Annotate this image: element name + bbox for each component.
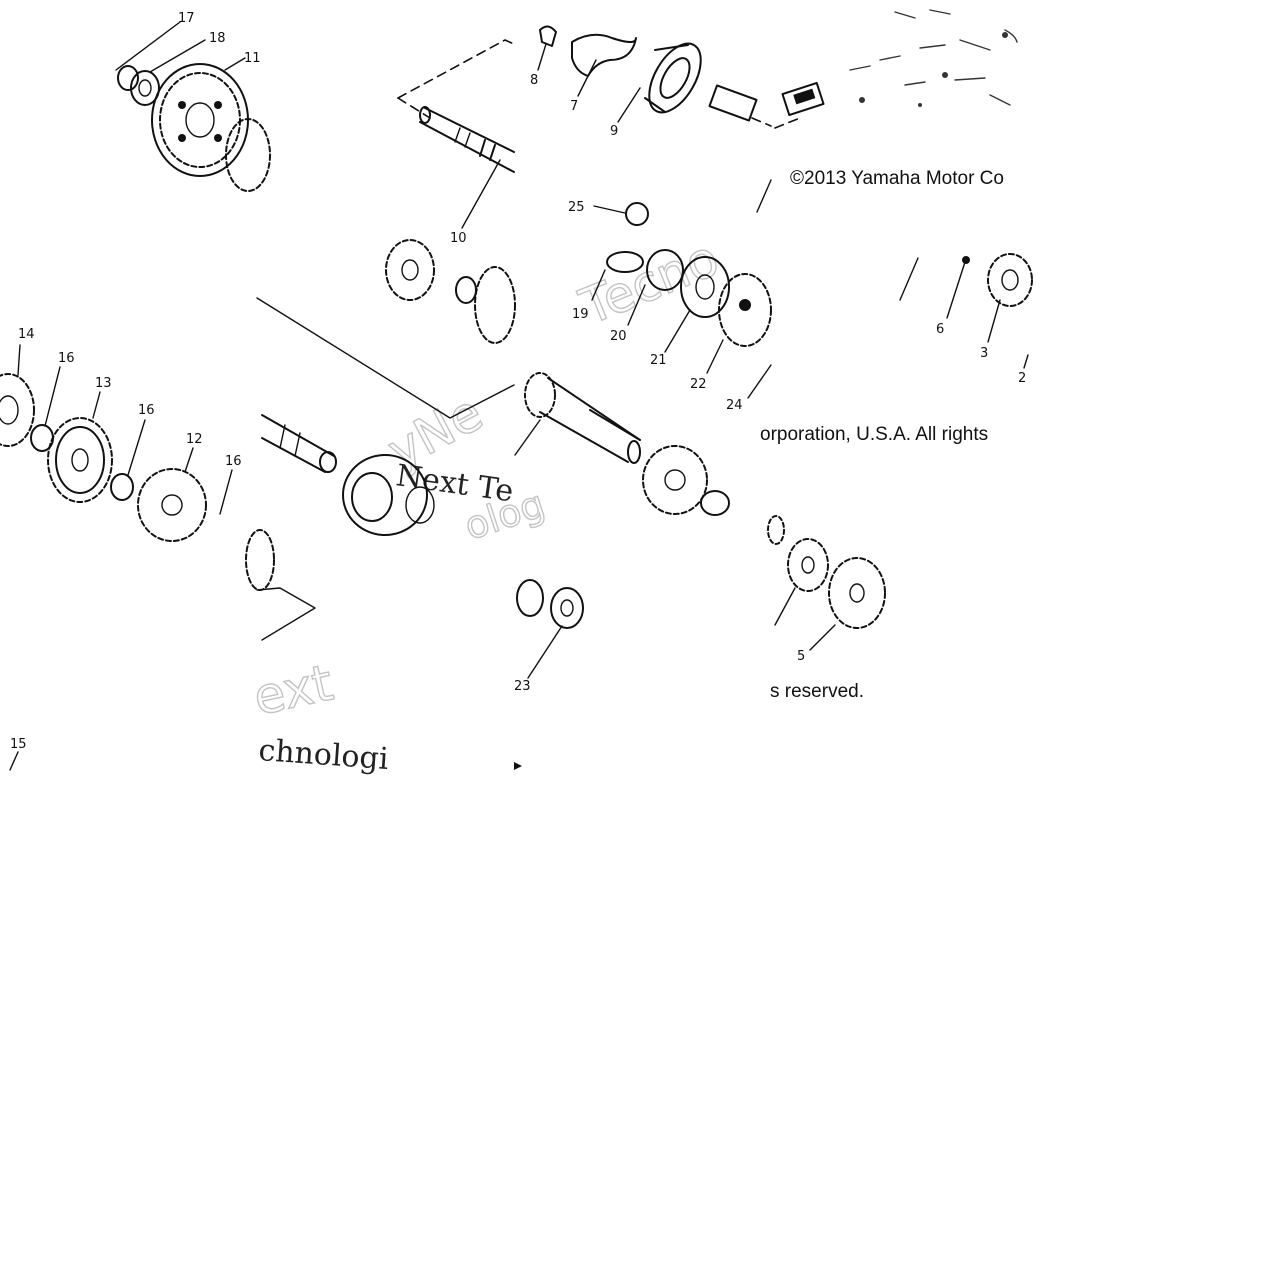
callout-25: 25 (568, 200, 585, 215)
cam-fragment (781, 81, 825, 117)
tile-top-center (397, 39, 515, 229)
gear-part-upper (385, 239, 435, 301)
copyright-line-3: s reserved. (770, 681, 864, 702)
tile-bottom-center (245, 529, 316, 641)
spline-fragment (708, 84, 758, 122)
washer-lower (700, 490, 730, 516)
callout-2: 2 (1018, 371, 1026, 386)
ball-part-25 (625, 202, 649, 226)
callout-17: 17 (178, 11, 195, 26)
callout-labels: 17 18 11 8 7 9 10 25 14 16 13 16 12 16 6… (10, 11, 1026, 752)
watermark-tecno: Tecno (572, 229, 727, 337)
tile-middle-left (0, 344, 233, 542)
circlip-part-16b (110, 473, 134, 501)
gear-edge-middle (474, 266, 516, 344)
callout-23: 23 (514, 679, 531, 694)
output-shaft-fragment (261, 414, 337, 473)
tile-top-right: ©2013 Yamaha Motor Co (774, 9, 1018, 189)
callout-18: 18 (209, 31, 226, 46)
callout-16a: 16 (58, 351, 75, 366)
main-shaft-part-1 (524, 372, 641, 464)
callout-22: 22 (690, 377, 707, 392)
callout-21: 21 (650, 353, 667, 368)
pin-part-8 (539, 25, 557, 47)
tile-middle-right: orporation, U.S.A. All rights (760, 253, 1033, 445)
pin-part-6 (962, 256, 970, 264)
gear-part-12 (137, 468, 207, 542)
callout-6: 6 (936, 322, 944, 337)
callout-9: 9 (610, 124, 618, 139)
callout-20: 20 (610, 329, 627, 344)
tile-bottom-right: s reserved. (767, 515, 886, 702)
gear-edge-bottom (245, 529, 275, 591)
watermark-next-te: Next Te (394, 458, 516, 509)
gear-part-3 (987, 253, 1033, 307)
bearing-part-9 (644, 42, 702, 114)
gear-part-13 (47, 417, 113, 503)
washer-part-19 (606, 251, 644, 273)
tile-bottom-left (9, 751, 19, 771)
watermark-ext: ext (248, 654, 337, 727)
gear-part-11 (151, 63, 249, 177)
callout-14: 14 (18, 327, 35, 342)
bearing-fragment-middle (342, 454, 435, 536)
callout-16b: 16 (138, 403, 155, 418)
callout-10: 10 (450, 231, 467, 246)
watermark-chnologi: chnologi (257, 733, 389, 777)
collar-part-23a (516, 579, 544, 617)
shaft-part-10 (419, 106, 515, 173)
callout-24: 24 (726, 398, 743, 413)
ring-part-17 (117, 65, 139, 91)
callout-7: 7 (570, 99, 578, 114)
ring-part-20 (646, 249, 684, 291)
gear-part-22 (718, 273, 772, 347)
gear-edge-fragment (225, 118, 271, 192)
tile-bottom-right-center (514, 579, 584, 770)
lever-part-7 (571, 33, 637, 77)
callout-15: 15 (10, 737, 27, 752)
gear-part-5 (828, 557, 886, 629)
gear-part-14 (0, 373, 35, 447)
callout-12: 12 (186, 432, 203, 447)
tile-middle-center (256, 239, 516, 536)
callout-5: 5 (797, 649, 805, 664)
collar-part-23b (550, 587, 584, 629)
copyright-line-2: orporation, U.S.A. All rights (760, 424, 988, 445)
tile-top-right-center (537, 25, 772, 226)
tile-top-left (115, 21, 271, 192)
copyright-line-1: ©2013 Yamaha Motor Co (790, 168, 1004, 189)
bearing-part-21 (680, 256, 730, 318)
tile-middle-right-center (514, 249, 772, 516)
callout-3: 3 (980, 346, 988, 361)
watermark-group: Tecno ext yNe olog Next Te chnologi (248, 228, 728, 777)
gear-part-4 (787, 538, 829, 592)
callout-19: 19 (572, 307, 589, 322)
washer-part-18 (130, 70, 160, 106)
callout-11: 11 (244, 51, 261, 66)
callout-8: 8 (530, 73, 538, 88)
collar-fragment (455, 276, 477, 304)
gear-part-lower (642, 445, 708, 515)
callout-13: 13 (95, 376, 112, 391)
callout-16c: 16 (225, 454, 242, 469)
faint-parts-fragment (849, 9, 1018, 107)
